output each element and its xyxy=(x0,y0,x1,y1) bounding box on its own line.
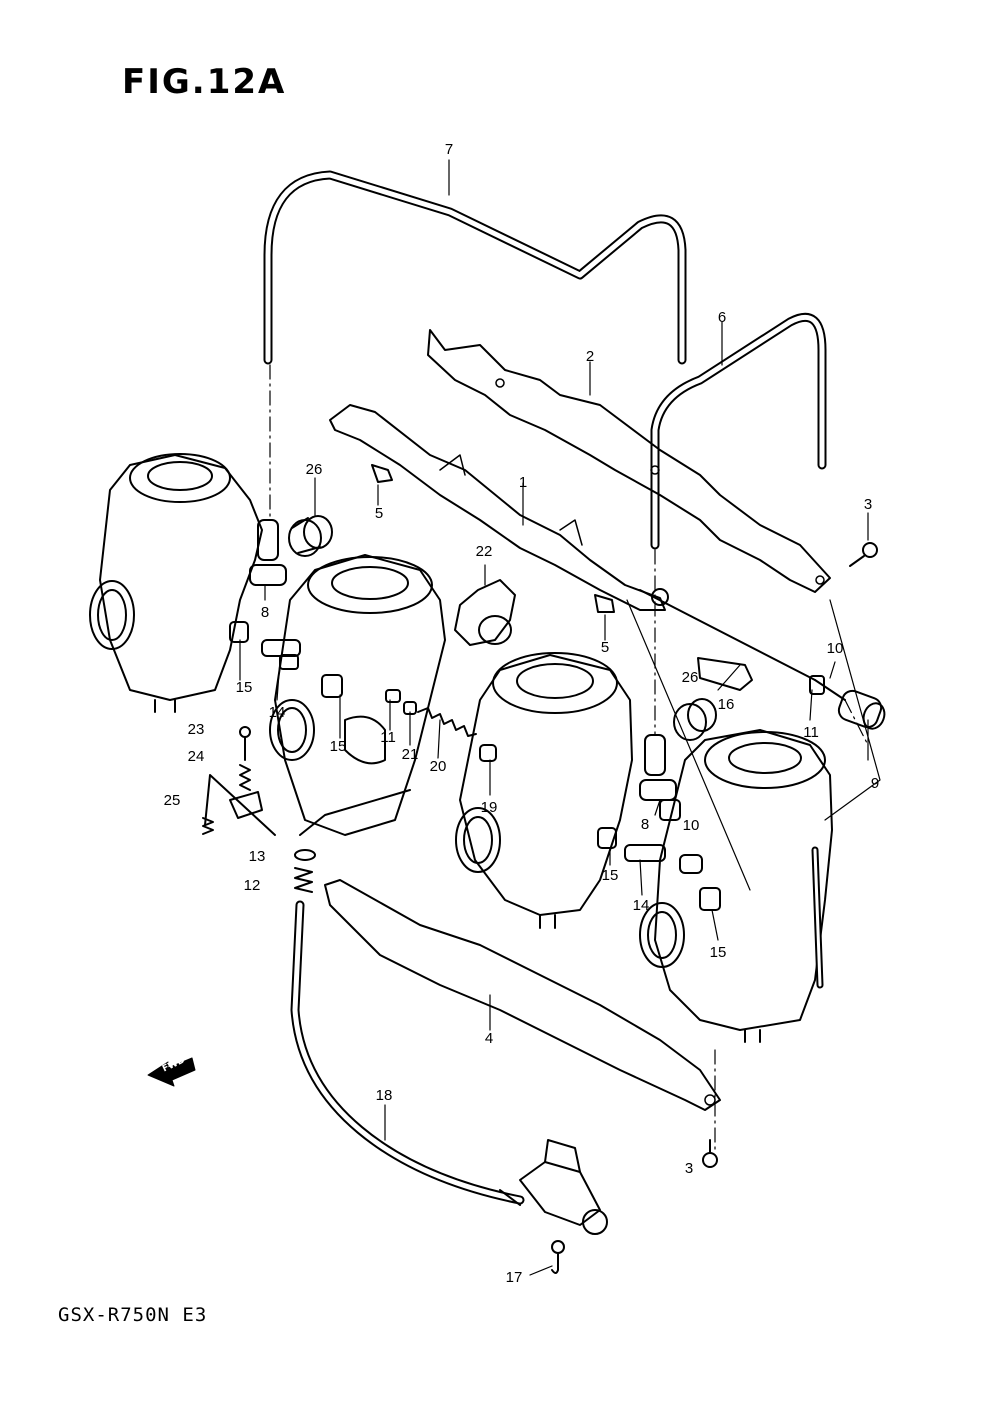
callout-13: 13 xyxy=(248,848,266,865)
screw-3b xyxy=(702,1139,718,1168)
model-code: GSX-R750N E3 xyxy=(58,1304,208,1326)
carburetor-2 xyxy=(269,554,446,836)
carburetor-1 xyxy=(89,453,263,713)
boot-26a xyxy=(288,515,333,557)
callout-19: 19 xyxy=(480,799,498,816)
screw-17 xyxy=(551,1240,565,1274)
callout-8a: 8 xyxy=(260,604,270,621)
callout-18: 18 xyxy=(375,1087,393,1104)
figure-title: FIG.12A xyxy=(122,62,287,102)
lower-plate-4 xyxy=(324,879,721,1111)
callout-26b: 26 xyxy=(681,669,699,686)
callout-1: 1 xyxy=(518,474,528,491)
callout-21: 21 xyxy=(401,746,419,763)
callout-24: 24 xyxy=(187,748,205,765)
vent-hose-6 xyxy=(650,313,827,550)
collar-10a xyxy=(809,675,825,695)
callout-17: 17 xyxy=(505,1269,523,1286)
callout-5a: 5 xyxy=(374,505,384,522)
callout-10b: 10 xyxy=(682,817,700,834)
jet-nipples-left xyxy=(229,621,343,698)
pilot-screw-group xyxy=(202,726,276,836)
clip-5b xyxy=(594,594,615,613)
collar-10b xyxy=(659,799,681,821)
callout-7: 7 xyxy=(444,141,454,158)
cable-end-9 xyxy=(837,689,886,730)
choke-cable-18 xyxy=(290,900,525,1205)
tee-fitting-8a xyxy=(249,519,287,586)
callout-6: 6 xyxy=(717,309,727,326)
throttle-link-plate-1 xyxy=(329,404,666,611)
tee-fitting-8b xyxy=(639,734,677,801)
carburetor-3 xyxy=(455,652,633,929)
vent-hose-7 xyxy=(263,170,687,365)
callout-4: 4 xyxy=(484,1030,494,1047)
callout-11b: 11 xyxy=(380,729,396,746)
spring-washer xyxy=(294,789,411,893)
callout-12: 12 xyxy=(243,877,261,894)
cable-rod xyxy=(639,588,846,701)
leader-lines xyxy=(239,159,881,1276)
callout-8b: 8 xyxy=(640,816,650,833)
callout-15c: 15 xyxy=(601,867,619,884)
callout-3b: 3 xyxy=(684,1160,694,1177)
callout-16: 16 xyxy=(717,696,735,713)
carburetor-4 xyxy=(639,729,833,1043)
callout-14a: 14 xyxy=(268,704,286,721)
bracket-16 xyxy=(697,657,753,691)
callout-5b: 5 xyxy=(600,639,610,656)
callout-25: 25 xyxy=(163,792,181,809)
callout-9: 9 xyxy=(870,775,880,792)
fwd-arrow-icon xyxy=(147,1057,196,1087)
callout-22: 22 xyxy=(475,543,493,560)
screw-3a xyxy=(849,542,878,567)
upper-bracket-2 xyxy=(427,329,831,593)
callout-26a: 26 xyxy=(305,461,323,478)
callout-10a: 10 xyxy=(826,640,844,657)
callout-3a: 3 xyxy=(863,496,873,513)
callout-15b: 15 xyxy=(329,738,347,755)
callout-11a: 11 xyxy=(803,724,819,741)
clip-5a xyxy=(371,464,393,483)
elbow-22 xyxy=(454,579,516,646)
callout-23: 23 xyxy=(187,721,205,738)
callout-15d: 15 xyxy=(709,944,727,961)
boot-26b xyxy=(673,698,717,741)
callout-20: 20 xyxy=(429,758,447,775)
choke-bracket xyxy=(499,1139,608,1235)
jet-nipples-right xyxy=(597,827,721,911)
callout-2: 2 xyxy=(585,348,595,365)
assembly-axes xyxy=(269,364,869,1151)
callout-14b: 14 xyxy=(632,897,650,914)
callout-15a: 15 xyxy=(235,679,253,696)
